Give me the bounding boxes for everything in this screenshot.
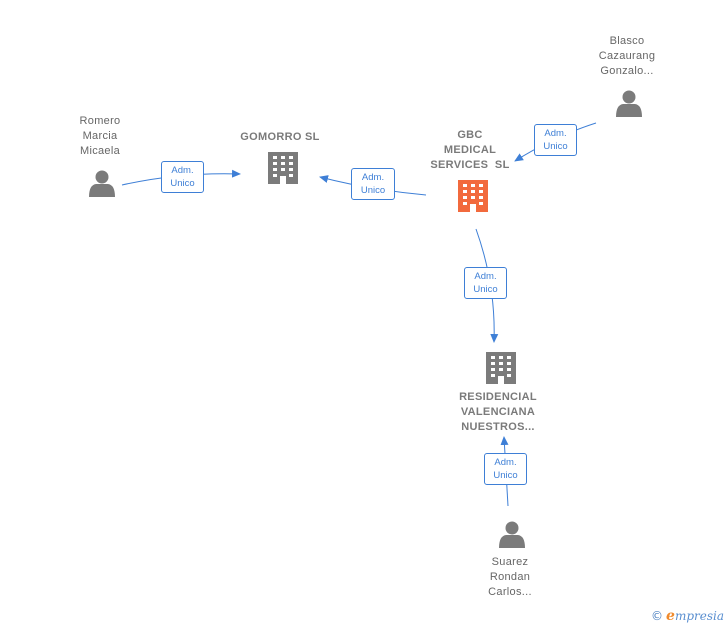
- edge-label-line: Unico: [170, 178, 195, 189]
- brand-name: mpresia: [674, 609, 724, 623]
- node-label-line: Marcia: [82, 130, 118, 142]
- node-label-line: RESIDENCIAL: [459, 391, 537, 403]
- brand-initial: e: [666, 608, 675, 624]
- edge-label-line: Unico: [493, 470, 518, 481]
- node-label-line: Romero: [79, 115, 121, 127]
- node-label-line: Gonzalo...: [600, 65, 654, 77]
- edge-label-suarez-residencial: Adm. Unico: [484, 453, 527, 485]
- person-icon: [616, 90, 642, 117]
- edge-label-line: Unico: [473, 284, 498, 295]
- node-label-gomorro[interactable]: GOMORRO SL: [230, 130, 330, 145]
- building-icon: [486, 352, 516, 384]
- copyright-icon: ©: [651, 609, 664, 623]
- node-label-line: GBC: [457, 129, 483, 141]
- node-label-line: VALENCIANA: [460, 406, 536, 418]
- node-label-gbc[interactable]: GBC MEDICAL SERVICES SL: [420, 128, 520, 173]
- node-label-blasco[interactable]: Blasco Cazaurang Gonzalo...: [584, 34, 670, 79]
- edge-label-gbc-gomorro: Adm. Unico: [351, 168, 395, 200]
- node-label-line: Rondan: [489, 571, 531, 583]
- person-icon: [499, 521, 525, 548]
- empresia-watermark: ©empresia: [651, 608, 724, 624]
- edge-label-line: Adm.: [474, 271, 497, 282]
- edge-label-romero-gomorro: Adm. Unico: [161, 161, 204, 193]
- node-label-suarez[interactable]: Suarez Rondan Carlos...: [472, 555, 548, 600]
- building-icon: [268, 152, 298, 184]
- node-label-line: Carlos...: [488, 586, 532, 598]
- node-label-line: MEDICAL: [443, 144, 497, 156]
- node-label-line: GOMORRO SL: [240, 131, 320, 143]
- node-label-line: Blasco: [609, 35, 645, 47]
- edge-label-line: Adm.: [171, 165, 194, 176]
- edge-label-line: Unico: [543, 141, 568, 152]
- node-label-line: Micaela: [79, 145, 120, 157]
- node-label-line: NUESTROS...: [461, 421, 535, 433]
- person-icon: [89, 170, 115, 197]
- node-label-line: SERVICES SL: [430, 159, 510, 171]
- edge-label-line: Adm.: [494, 457, 517, 468]
- node-label-residencial[interactable]: RESIDENCIAL VALENCIANA NUESTROS...: [448, 390, 548, 435]
- node-label-line: Cazaurang: [598, 50, 656, 62]
- edge-label-line: Adm.: [361, 172, 385, 183]
- node-label-line: Suarez: [491, 556, 529, 568]
- building-icon-main: [458, 180, 488, 212]
- edge-label-blasco-gbc: Adm. Unico: [534, 124, 577, 156]
- edge-label-line: Adm.: [544, 128, 567, 139]
- edge-label-gbc-residencial: Adm. Unico: [464, 267, 507, 299]
- node-label-romero[interactable]: Romero Marcia Micaela: [62, 114, 138, 159]
- edge-label-line: Unico: [360, 185, 386, 196]
